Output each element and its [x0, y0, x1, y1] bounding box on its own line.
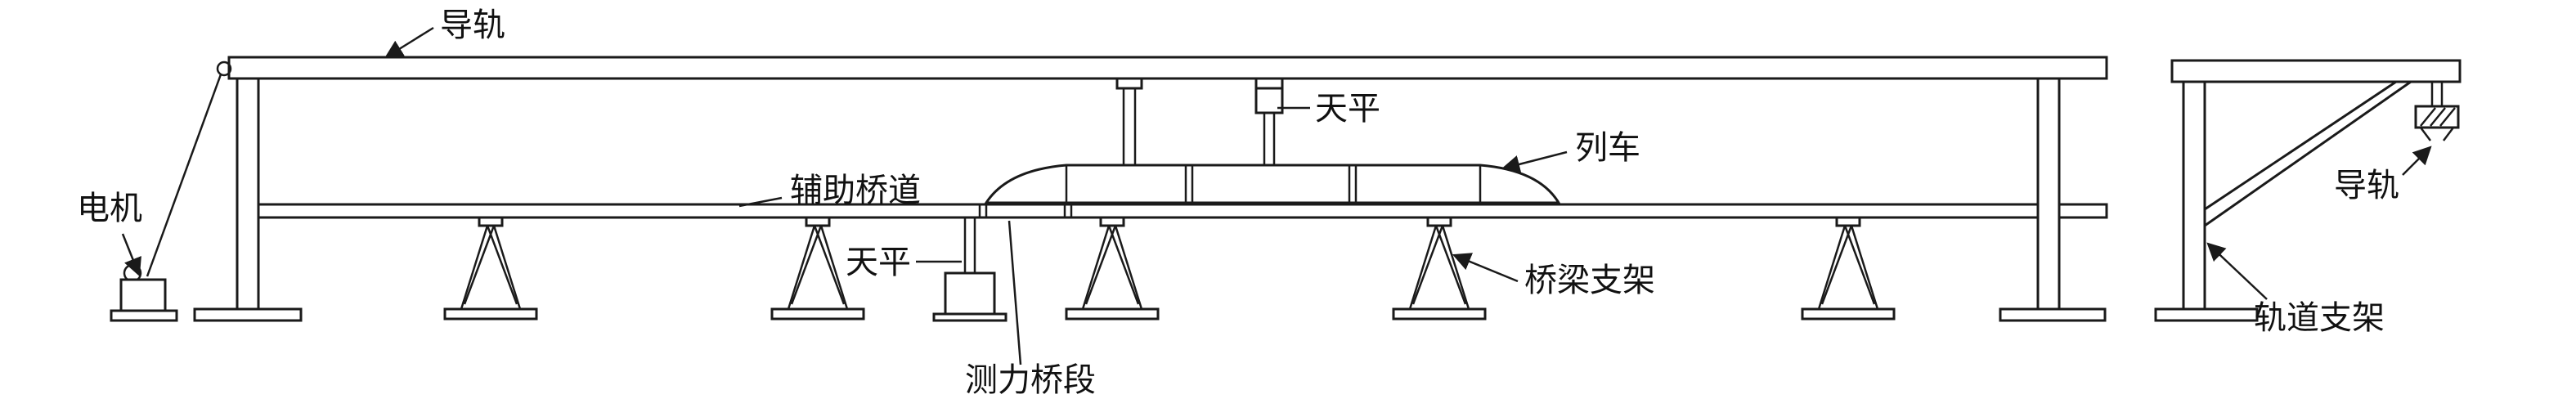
- bridge-trestle-4: [1392, 216, 1487, 321]
- guide-rail-beam-body: [227, 56, 2108, 80]
- suspension-rod-left: [1115, 77, 1143, 165]
- label-motor: 电机: [77, 190, 142, 227]
- left-post-column: [236, 77, 260, 311]
- label-train: 列车: [1575, 129, 1640, 167]
- force-balance-base: [932, 312, 1008, 322]
- train-body: [984, 164, 1561, 204]
- track-support-brace: [2204, 80, 2412, 227]
- label-balance-left: 天平: [846, 244, 911, 281]
- right-post-column: [2036, 77, 2061, 311]
- label-track-support: 轨道支架: [2254, 299, 2385, 337]
- label-guide-rail-top: 导轨: [440, 7, 505, 44]
- rail-clamp: [1254, 77, 1284, 90]
- track-support-base: [2154, 307, 2259, 322]
- drive-cable: [146, 74, 222, 277]
- label-auxiliary-bridge: 辅助桥道: [790, 172, 921, 209]
- label-bridge-support: 桥梁支架: [1524, 262, 1655, 299]
- label-balance-top: 天平: [1315, 90, 1380, 128]
- bridge-trestle-5: [1801, 216, 1896, 321]
- track-support-beam: [2170, 59, 2462, 83]
- leader-bridge-support: [1452, 253, 1519, 283]
- left-end-post: [193, 77, 303, 322]
- force-balance-box: [944, 271, 996, 316]
- bridge-trestle-1: [443, 216, 538, 321]
- rail-hanger-trolley: [2414, 82, 2460, 141]
- pulley-icon: [216, 61, 232, 77]
- leader-motor: [121, 233, 141, 277]
- leader-track-support: [2206, 242, 2268, 300]
- bridge-trestle-3: [1065, 216, 1160, 321]
- track-support-frame: [2154, 59, 2462, 322]
- label-guide-rail-right: 导轨: [2334, 167, 2399, 204]
- motor-body: [119, 278, 167, 312]
- auxiliary-bridge-beam: [257, 203, 2108, 219]
- force-balance-unit: [932, 217, 1008, 322]
- leader-train: [1501, 150, 1568, 173]
- auxiliary-bridge-deck: [257, 203, 2108, 219]
- leader-auxiliary-bridge: [738, 196, 783, 208]
- force-bridge-section-marks: [978, 204, 1073, 217]
- leader-guide-rail-right: [2402, 146, 2432, 176]
- guide-rail-beam: [227, 56, 2108, 80]
- leader-force-bridge-section: [1008, 220, 1022, 365]
- right-post-base: [1999, 307, 2107, 322]
- track-support-column: [2182, 80, 2206, 311]
- rail-clamp: [1115, 77, 1143, 90]
- suspension-rod-balance: [1254, 77, 1284, 165]
- track-support-brace: [2204, 80, 2397, 211]
- motor-base: [110, 309, 178, 322]
- left-post-base: [193, 307, 303, 322]
- bridge-trestle-2: [770, 216, 865, 321]
- label-force-bridge-section: 测力桥段: [965, 361, 1096, 399]
- leader-guide-rail-top: [384, 26, 434, 59]
- train-model: [984, 164, 1561, 204]
- right-end-post: [1999, 77, 2107, 322]
- balance-box-top: [1254, 87, 1284, 114]
- motor-assembly: [110, 61, 232, 322]
